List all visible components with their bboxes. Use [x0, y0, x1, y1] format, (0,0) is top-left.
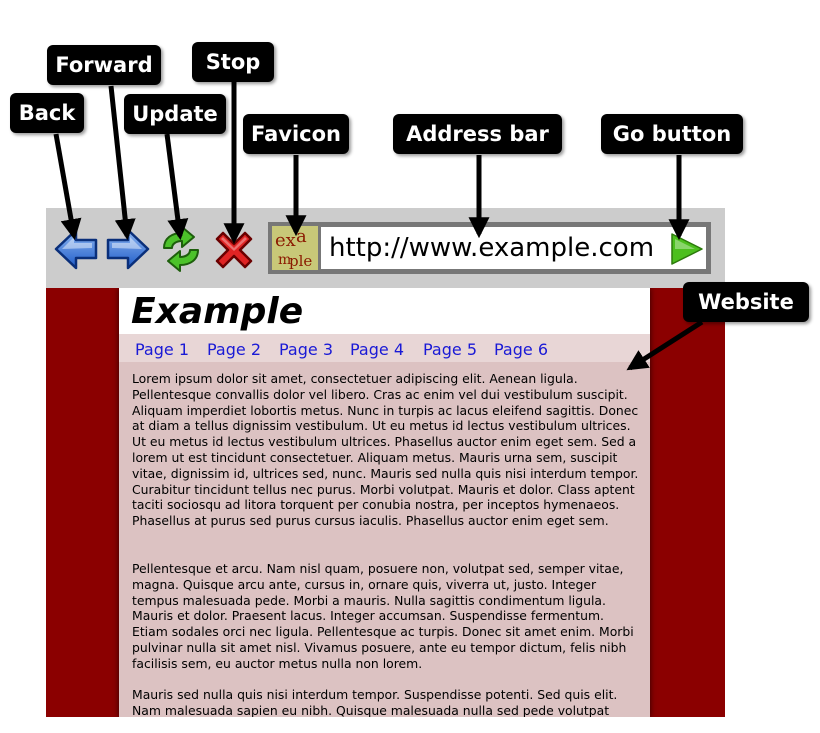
forward-arrow-line	[108, 85, 136, 241]
nav-link-page-4[interactable]: Page 4	[350, 340, 404, 359]
nav-link-page-2[interactable]: Page 2	[207, 340, 261, 359]
website-viewport: Example Page 1 Page 2 Page 3 Page 4 Page…	[46, 288, 725, 717]
svg-text:ple: ple	[289, 252, 312, 270]
website-arrow-line	[626, 319, 704, 371]
callout-favicon: Favicon	[243, 114, 349, 154]
callout-back: Back	[10, 93, 84, 133]
nav-link-page-1[interactable]: Page 1	[135, 340, 189, 359]
go-button[interactable]	[667, 230, 707, 268]
nav-link-page-6[interactable]: Page 6	[494, 340, 548, 359]
nav-link-page-5[interactable]: Page 5	[423, 340, 477, 359]
callout-stop: Stop	[192, 42, 274, 82]
page-bottom-margin	[0, 717, 820, 733]
svg-text:m: m	[278, 252, 291, 268]
callout-go-button: Go button	[601, 114, 743, 154]
site-title: Example	[131, 291, 304, 332]
refresh-icon	[163, 226, 199, 272]
callout-website: Website	[683, 282, 809, 322]
url-text[interactable]: http://www.example.com	[329, 233, 655, 263]
callout-address-bar: Address bar	[393, 114, 562, 154]
body-paragraph: Mauris sed nulla quis nisi interdum temp…	[132, 687, 618, 717]
url-input[interactable]: http://www.example.com	[321, 227, 706, 269]
update-button[interactable]	[156, 224, 206, 274]
svg-text:a: a	[296, 226, 307, 247]
callout-forward: Forward	[47, 45, 161, 85]
site-header: Example	[119, 288, 650, 334]
go-triangle-icon	[671, 233, 703, 265]
site-nav: Page 1 Page 2 Page 3 Page 4 Page 5 Page …	[119, 334, 650, 362]
update-arrow-line	[164, 133, 189, 241]
body-paragraph: Pellentesque et arcu. Nam nisl quam, pos…	[132, 561, 634, 671]
website-page: Example Page 1 Page 2 Page 3 Page 4 Page…	[119, 288, 650, 717]
nav-link-page-3[interactable]: Page 3	[279, 340, 333, 359]
back-arrow-line	[53, 133, 82, 241]
callout-update: Update	[124, 94, 226, 134]
body-paragraph: Lorem ipsum dolor sit amet, consectetuer…	[132, 371, 639, 529]
